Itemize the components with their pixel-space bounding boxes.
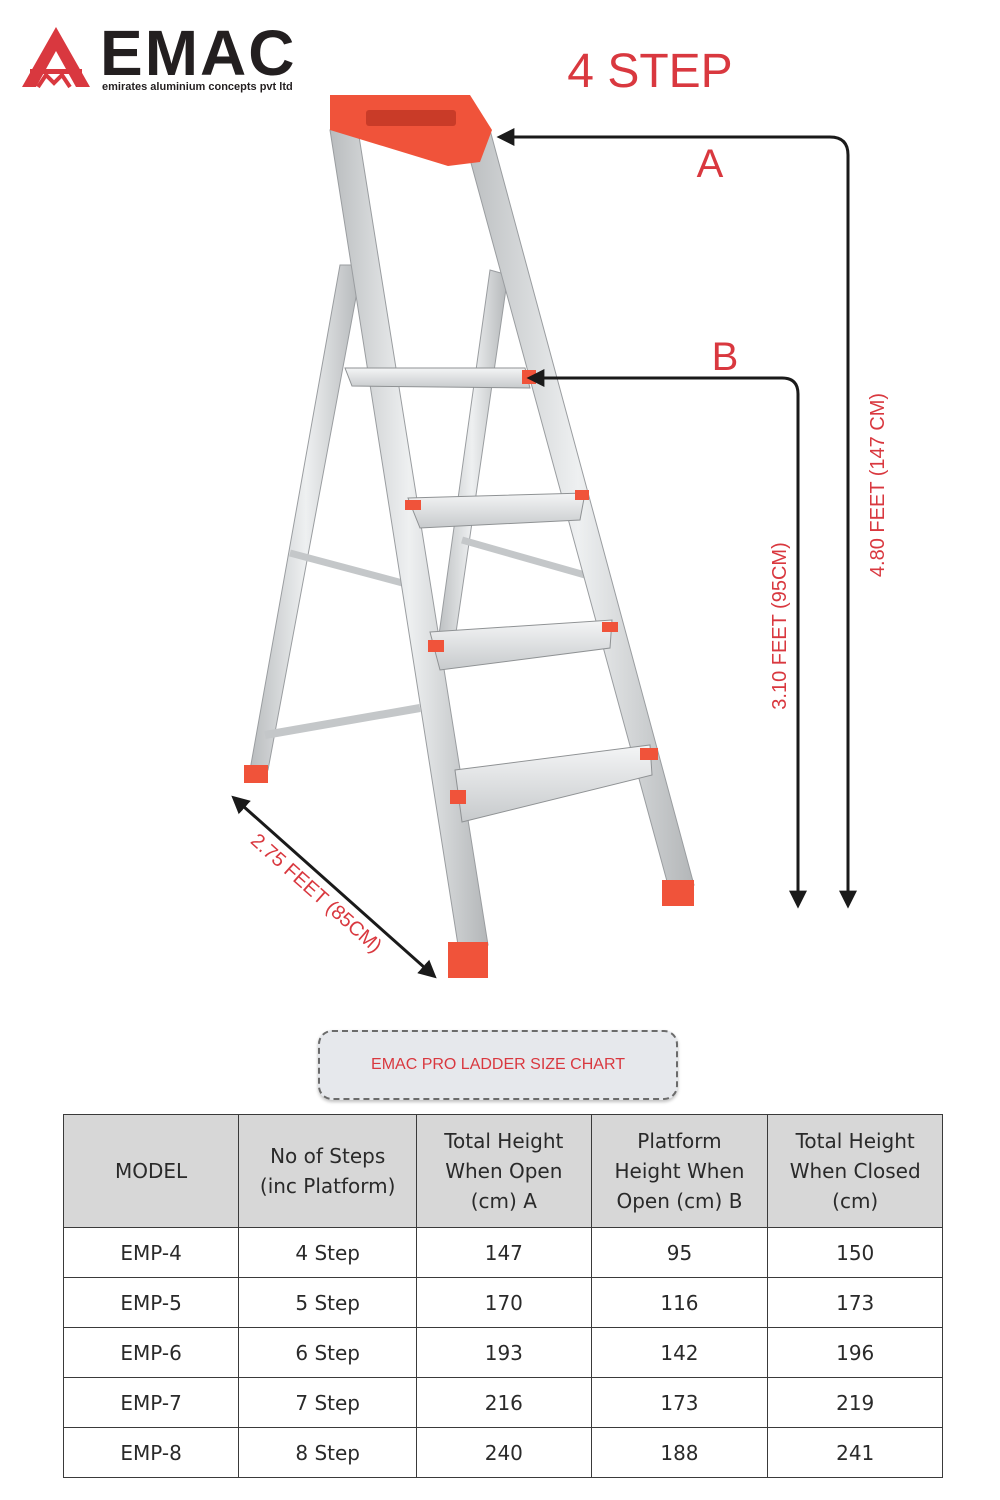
cell-total-closed: 173 (767, 1277, 943, 1328)
step-1 (450, 744, 658, 823)
cell-platform-open: 116 (590, 1277, 769, 1328)
size-chart-table: MODEL No of Steps(inc Platform) Total He… (62, 1114, 943, 1478)
cell-platform-open: 95 (590, 1227, 769, 1278)
size-chart-heading: EMAC PRO LADDER SIZE CHART (318, 1030, 678, 1100)
cell-total-closed: 219 (767, 1377, 943, 1428)
ladder-diagram: A B 4.80 FEET (147 CM) 3.10 FEET (95CM) … (231, 95, 889, 979)
cell-total-closed: 150 (767, 1227, 943, 1278)
cell-platform-open: 142 (590, 1327, 769, 1378)
table-row: EMP-6 6 Step 193 142 196 (62, 1327, 943, 1378)
cell-steps: 8 Step (238, 1427, 418, 1478)
cell-model: EMP-6 (62, 1327, 240, 1378)
cell-steps: 6 Step (238, 1327, 418, 1378)
total-height-label: 4.80 FEET (147 CM) (867, 393, 889, 577)
dimension-a-label: A (697, 142, 724, 186)
cell-platform-open: 173 (590, 1377, 769, 1428)
table-row: EMP-8 8 Step 240 188 241 (62, 1427, 943, 1478)
dimension-base-arrow (231, 795, 437, 979)
table-row: EMP-4 4 Step 147 95 150 (62, 1227, 943, 1278)
page-title: 4 STEP (567, 45, 733, 98)
cell-total-closed: 196 (767, 1327, 943, 1378)
brand-name: EMAC (100, 17, 297, 89)
table-row: EMP-5 5 Step 170 116 173 (62, 1277, 943, 1328)
step-3 (405, 490, 589, 529)
table-row: EMP-7 7 Step 216 173 219 (62, 1377, 943, 1428)
cell-model: EMP-7 (62, 1377, 240, 1428)
header-steps: No of Steps(inc Platform) (238, 1114, 418, 1228)
cell-model: EMP-5 (62, 1277, 240, 1328)
cell-total-open: 216 (416, 1377, 592, 1428)
dimension-b-arrow (526, 369, 807, 909)
cell-total-open: 193 (416, 1327, 592, 1378)
cell-steps: 7 Step (238, 1377, 418, 1428)
cell-model: EMP-8 (62, 1427, 240, 1478)
dimension-a-arrow (496, 128, 857, 909)
brand-logo: EMAC emirates aluminium concepts pvt ltd (20, 21, 320, 95)
cell-steps: 5 Step (238, 1277, 418, 1328)
brand-tagline: emirates aluminium concepts pvt ltd (102, 81, 293, 93)
header-model: MODEL (62, 1114, 240, 1228)
cell-steps: 4 Step (238, 1227, 418, 1278)
cell-model: EMP-4 (62, 1227, 240, 1278)
cell-total-open: 147 (416, 1227, 592, 1278)
cell-total-open: 240 (416, 1427, 592, 1478)
cell-total-open: 170 (416, 1277, 592, 1328)
dimension-b-label: B (712, 335, 739, 379)
emac-logo-mark-icon (22, 27, 90, 89)
platform-height-label: 3.10 FEET (95CM) (769, 542, 791, 709)
cell-platform-open: 188 (590, 1427, 769, 1478)
platform-step (344, 367, 536, 389)
top-handle-cap (330, 95, 492, 166)
table-header-row: MODEL No of Steps(inc Platform) Total He… (62, 1114, 943, 1228)
cell-total-closed: 241 (767, 1427, 943, 1478)
base-depth-label: 2.75 FEET (85CM) (246, 830, 386, 958)
